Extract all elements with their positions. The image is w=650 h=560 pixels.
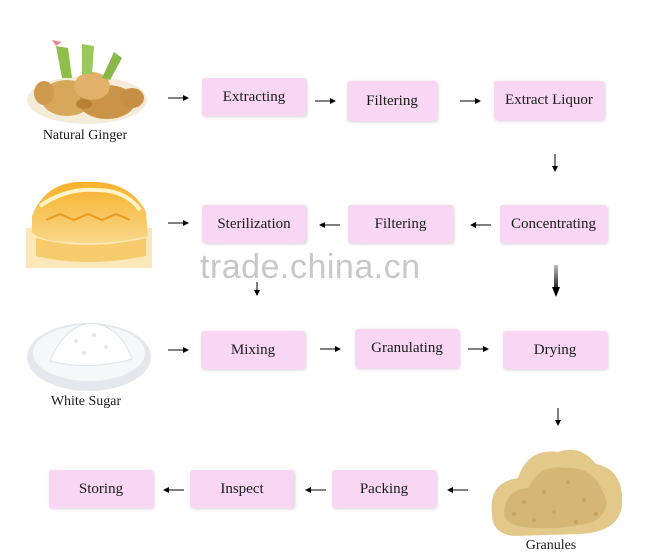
ginger-caption: Natural Ginger — [42, 128, 128, 143]
step-sterilization: Sterilization — [202, 205, 306, 243]
sugar-caption: White Sugar — [50, 394, 122, 409]
arrow-right-icon — [168, 95, 189, 101]
watermark: trade.china.cn — [200, 248, 421, 286]
step-mixing: Mixing — [201, 331, 305, 369]
arrow-right-icon — [315, 98, 336, 104]
step-extract-liquor: Extract Liquor — [494, 81, 604, 120]
arrow-down-icon — [552, 154, 558, 172]
arrow-right-icon — [168, 347, 189, 353]
arrow-right-icon — [460, 98, 481, 104]
granules-pile-icon — [491, 449, 623, 536]
step-extracting: Extracting — [202, 78, 306, 116]
arrow-down-icon — [552, 265, 560, 297]
arrow-right-icon — [168, 220, 189, 226]
granules-caption: Granules — [525, 538, 577, 553]
arrow-left-icon — [447, 487, 468, 493]
step-drying: Drying — [503, 331, 607, 369]
step-storing: Storing — [49, 470, 153, 508]
arrow-down-icon — [555, 408, 561, 426]
step-granulating: Granulating — [355, 329, 459, 368]
arrow-left-icon — [470, 222, 491, 228]
arrow-left-icon — [305, 487, 326, 493]
step-filtering-1: Filtering — [347, 81, 437, 121]
arrow-left-icon — [319, 222, 340, 228]
arrow-left-icon — [163, 487, 184, 493]
step-concentrating: Concentrating — [500, 205, 607, 243]
honeycomb-icon — [26, 181, 152, 268]
ginger-root-icon — [27, 40, 147, 124]
step-inspect: Inspect — [190, 470, 294, 508]
step-packing: Packing — [332, 470, 436, 508]
arrow-right-icon — [320, 346, 341, 352]
step-filtering-2: Filtering — [348, 205, 453, 243]
sugar-pile-icon — [27, 322, 151, 391]
arrow-right-icon — [468, 346, 489, 352]
arrow-down-icon — [254, 282, 260, 296]
